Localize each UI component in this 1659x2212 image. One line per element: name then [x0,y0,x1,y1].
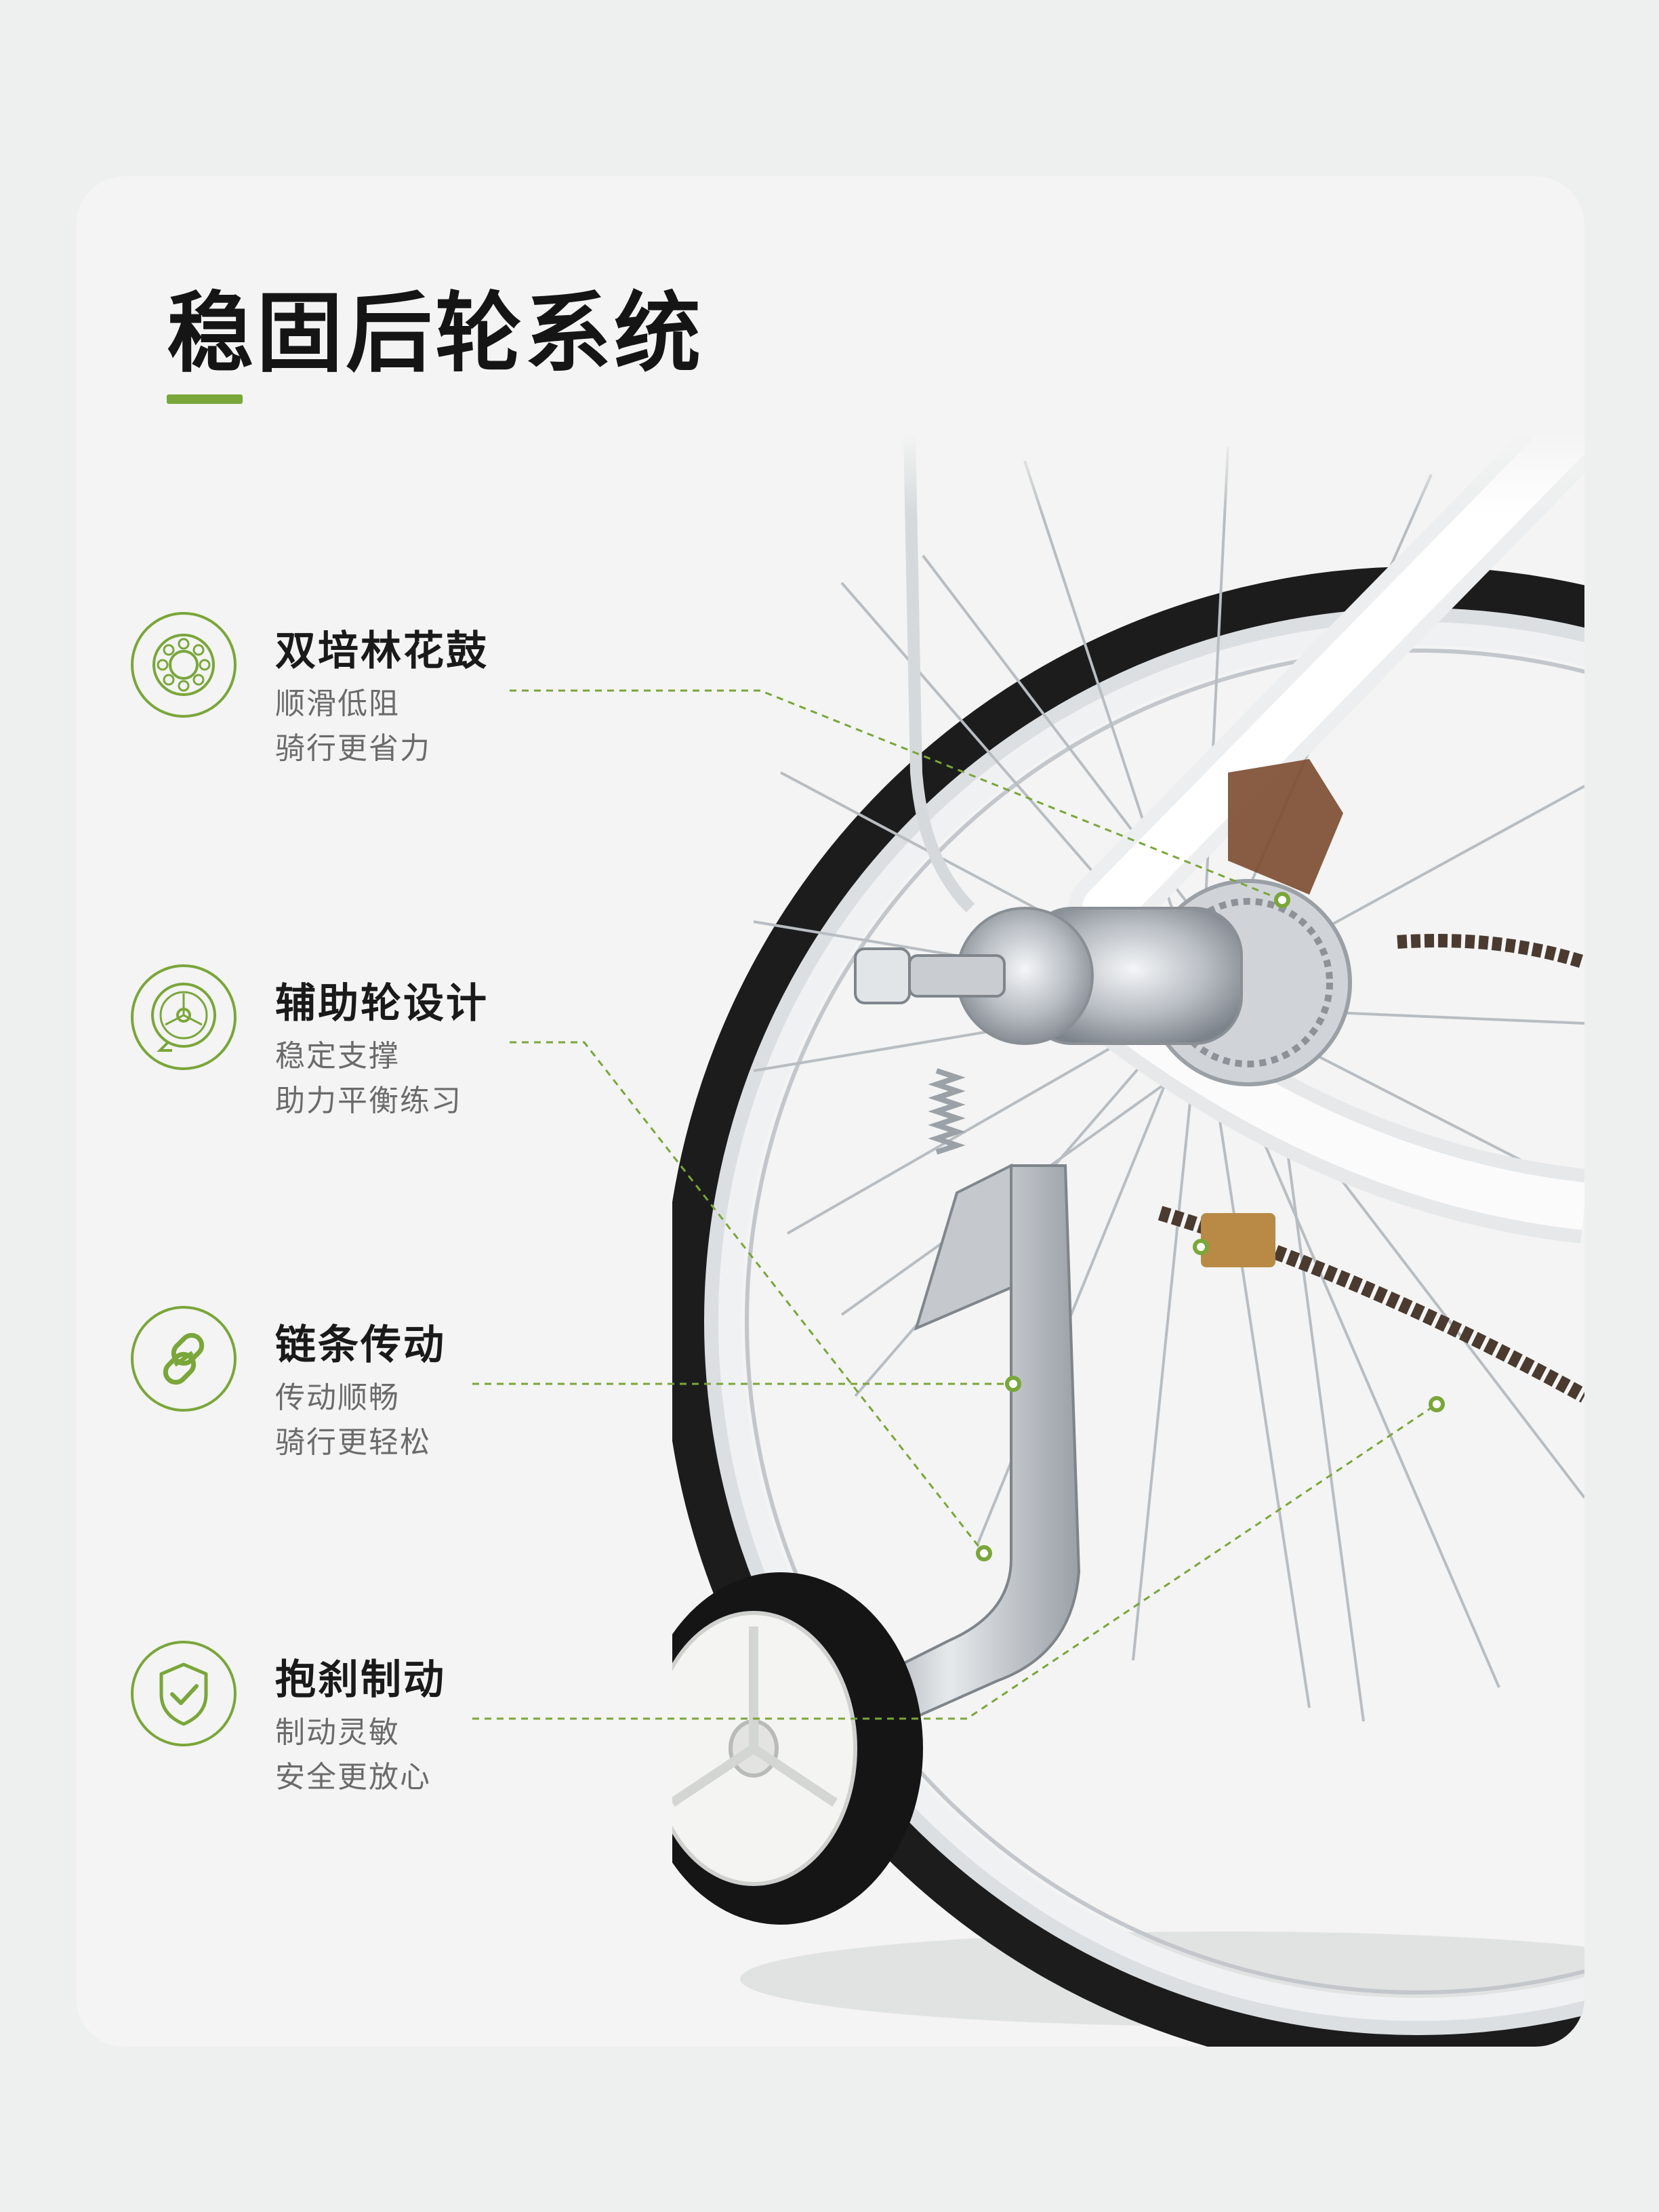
training-wheel-icon [131,964,237,1070]
feature-desc-line: 骑行更轻松 [275,1425,431,1460]
feature-description: 稳定支撑 助力平衡练习 [275,1034,462,1124]
feature-title: 辅助轮设计 [275,980,489,1027]
bearing-hub-icon [131,612,237,718]
callout-lines [472,689,1437,1720]
callout-dots [976,892,1445,1561]
feature-brake: 抱刹制动 制动灵敏 安全更放心 [129,1639,644,1801]
feature-desc-line: 顺滑低阻 [275,687,400,721]
feature-desc-line: 助力平衡练习 [275,1084,462,1118]
chain-link-icon [131,1306,237,1412]
feature-description: 顺滑低阻 骑行更省力 [275,682,431,771]
feature-training-wheel: 辅助轮设计 稳定支撑 助力平衡练习 [129,962,644,1125]
feature-desc-line: 安全更放心 [275,1760,431,1795]
feature-hub: 双培林花鼓 顺滑低阻 骑行更省力 [129,610,644,773]
feature-desc-line: 制动灵敏 [275,1715,400,1750]
feature-title: 抱刹制动 [275,1656,446,1704]
title-accent-bar [167,394,243,404]
feature-description: 制动灵敏 安全更放心 [275,1711,431,1800]
page-title: 稳固后轮系统 [167,283,704,384]
rear-wheel-illustration [472,434,1584,2047]
training-wheel [672,1572,923,1925]
feature-description: 传动顺畅 骑行更轻松 [275,1376,431,1465]
training-wheel-bracket [839,1164,1081,1737]
product-card: 稳固后轮系统 双培林花鼓 顺滑低阻 骑行更省力 [76,176,1584,2047]
feature-desc-line: 骑行更省力 [275,731,431,766]
feature-chain: 链条传动 传动顺畅 骑行更轻松 [129,1304,644,1467]
feature-desc-line: 传动顺畅 [275,1380,400,1415]
feature-title: 双培林花鼓 [275,628,489,675]
feature-title: 链条传动 [275,1322,446,1369]
feature-desc-line: 稳定支撑 [275,1039,400,1073]
shield-check-icon [131,1641,237,1746]
